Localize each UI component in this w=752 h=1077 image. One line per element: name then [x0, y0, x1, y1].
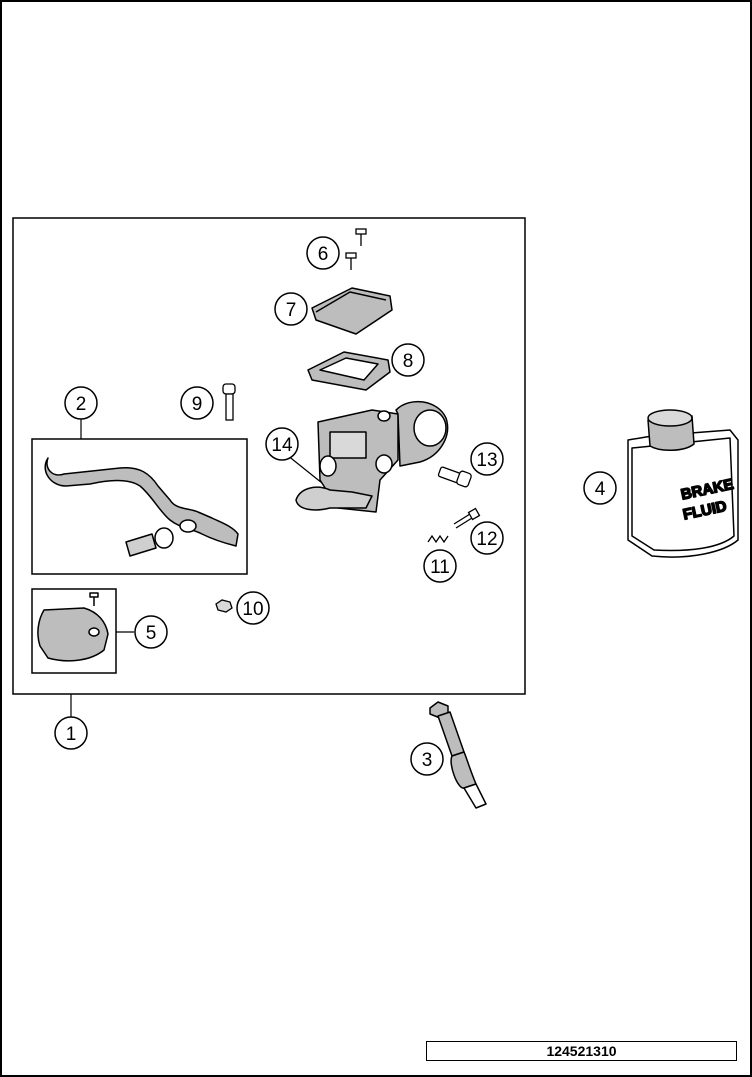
screws-part: [345, 228, 367, 270]
callout-5-label: 5: [146, 623, 157, 644]
callout-6-label: 6: [318, 244, 329, 265]
spring-part: [427, 534, 449, 544]
bolt-part: [222, 383, 236, 421]
callout-12-label: 12: [476, 529, 497, 550]
callout-10: 10: [236, 591, 270, 625]
assembly-box: [12, 217, 526, 695]
callout-9-label: 9: [192, 394, 203, 415]
cover-box: [31, 588, 117, 674]
callout-8-label: 8: [403, 351, 414, 372]
callout-13: 13: [470, 442, 504, 476]
reservoir-lid-part: [311, 287, 393, 335]
callout-3: 3: [410, 742, 444, 776]
callout-8: 8: [391, 343, 425, 377]
callout-13-label: 13: [476, 450, 497, 471]
lever-box: [31, 438, 248, 575]
callout-4-label: 4: [595, 479, 606, 500]
brake-hose-part: [429, 701, 487, 809]
callout-1: 1: [54, 716, 88, 750]
callout-2: 2: [64, 386, 98, 420]
callout-9: 9: [180, 386, 214, 420]
callout-10-label: 10: [242, 599, 263, 620]
callout-2-label: 2: [76, 394, 87, 415]
callout-11-label: 11: [430, 557, 450, 578]
diaphragm-part: [307, 351, 391, 391]
callout-1-label: 1: [66, 724, 77, 745]
callout-3-label: 3: [422, 750, 433, 771]
master-cylinder-part: [295, 400, 449, 513]
adjuster-screw-part: [453, 507, 481, 529]
pivot-bolt-part: [437, 466, 472, 488]
callout-6: 6: [306, 236, 340, 270]
cover-part: [37, 592, 109, 662]
brake-fluid-bottle: BRAKE FLUID: [627, 409, 739, 558]
part-number-box: 124521310: [426, 1041, 737, 1061]
nut-part: [215, 599, 233, 613]
callout-5: 5: [134, 615, 168, 649]
callout-12: 12: [470, 521, 504, 555]
callout-7-label: 7: [286, 300, 297, 321]
callouts: 1 2 3 4 5 6 7 8 9 10 11 12 13 14: [54, 236, 617, 776]
callout-4: 4: [583, 471, 617, 505]
callout-7: 7: [274, 292, 308, 326]
brake-lever-part: [44, 457, 239, 557]
callout-14-label: 14: [271, 435, 293, 456]
callout-11: 11: [423, 549, 457, 583]
callout-14: 14: [265, 427, 299, 461]
leader-lines: [70, 419, 323, 718]
